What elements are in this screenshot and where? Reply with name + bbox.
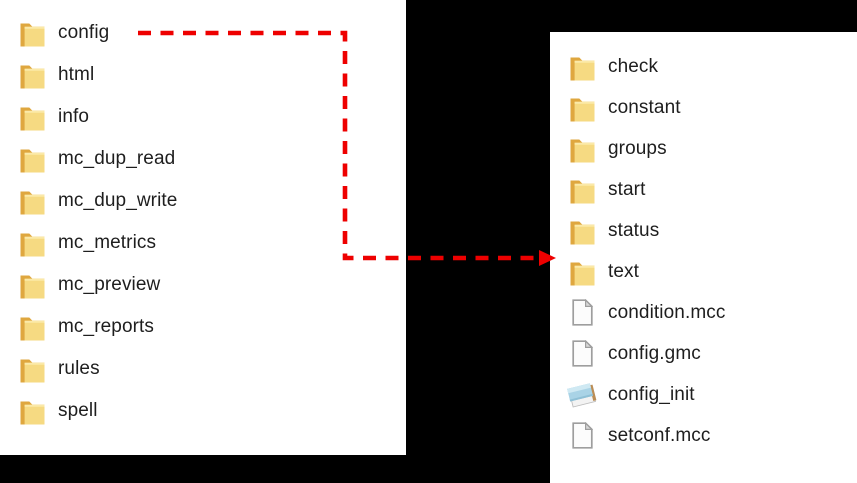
list-item[interactable]: config	[0, 12, 406, 54]
item-label: mc_dup_read	[58, 148, 176, 169]
item-label: constant	[608, 96, 681, 118]
item-label: mc_preview	[58, 274, 161, 295]
item-label: rules	[58, 358, 100, 379]
icon-slot	[566, 340, 598, 367]
folder-icon	[20, 23, 44, 47]
list-item[interactable]: config_init	[550, 374, 857, 415]
item-label: setconf.mcc	[608, 424, 711, 446]
icon-slot	[16, 187, 48, 215]
file-icon	[571, 422, 593, 449]
notepad-icon	[566, 382, 596, 408]
list-item[interactable]: config.gmc	[550, 333, 857, 374]
item-label: text	[608, 260, 640, 282]
item-label: config.gmc	[608, 342, 701, 364]
list-item[interactable]: setconf.mcc	[550, 415, 857, 456]
folder-icon	[20, 107, 44, 131]
list-item[interactable]: mc_dup_read	[0, 138, 406, 180]
folder-icon	[570, 57, 594, 80]
item-label: info	[58, 106, 90, 127]
list-item[interactable]: text	[550, 251, 857, 292]
file-icon	[571, 299, 593, 326]
item-label: mc_reports	[58, 316, 155, 337]
icon-slot	[566, 53, 598, 81]
item-label: start	[608, 178, 646, 200]
list-item[interactable]: start	[550, 169, 857, 210]
icon-slot	[16, 397, 48, 425]
icon-slot	[566, 176, 598, 204]
list-item[interactable]: mc_metrics	[0, 222, 406, 264]
left-folder-panel: config html	[0, 0, 406, 455]
item-label: mc_metrics	[58, 232, 157, 253]
item-label: html	[58, 64, 95, 85]
icon-slot	[16, 313, 48, 341]
icon-slot	[16, 145, 48, 173]
item-label: mc_dup_write	[58, 190, 178, 211]
right-folder-panel: check constant	[550, 32, 857, 483]
list-item[interactable]: mc_dup_write	[0, 180, 406, 222]
list-item[interactable]: status	[550, 210, 857, 251]
folder-icon	[570, 139, 594, 162]
item-label: config	[58, 22, 110, 43]
item-label: spell	[58, 400, 98, 421]
list-item[interactable]: html	[0, 54, 406, 96]
icon-slot	[566, 381, 598, 409]
list-item[interactable]: rules	[0, 348, 406, 390]
icon-slot	[16, 355, 48, 383]
item-label: groups	[608, 137, 667, 159]
list-item[interactable]: mc_preview	[0, 264, 406, 306]
icon-slot	[16, 103, 48, 131]
folder-icon	[20, 401, 44, 425]
icon-slot	[16, 19, 48, 47]
folder-icon	[20, 65, 44, 89]
folder-icon	[570, 221, 594, 244]
item-label: condition.mcc	[608, 301, 726, 323]
list-item[interactable]: info	[0, 96, 406, 138]
item-label: check	[608, 55, 659, 77]
list-item[interactable]: spell	[0, 390, 406, 432]
folder-icon	[20, 317, 44, 341]
list-item[interactable]: condition.mcc	[550, 292, 857, 333]
icon-slot	[16, 229, 48, 257]
icon-slot	[566, 422, 598, 449]
list-item[interactable]: constant	[550, 87, 857, 128]
icon-slot	[566, 94, 598, 122]
icon-slot	[16, 271, 48, 299]
icon-slot	[566, 217, 598, 245]
file-icon	[571, 340, 593, 367]
folder-icon	[570, 262, 594, 285]
item-label: config_init	[608, 383, 695, 405]
folder-icon	[570, 98, 594, 121]
icon-slot	[566, 299, 598, 326]
folder-icon	[20, 359, 44, 383]
icon-slot	[16, 61, 48, 89]
folder-icon	[20, 275, 44, 299]
item-label: status	[608, 219, 660, 241]
folder-icon	[570, 180, 594, 203]
icon-slot	[566, 258, 598, 286]
list-item[interactable]: mc_reports	[0, 306, 406, 348]
folder-icon	[20, 233, 44, 257]
folder-icon	[20, 191, 44, 215]
folder-icon	[20, 149, 44, 173]
list-item[interactable]: groups	[550, 128, 857, 169]
list-item[interactable]: check	[550, 46, 857, 87]
icon-slot	[566, 135, 598, 163]
